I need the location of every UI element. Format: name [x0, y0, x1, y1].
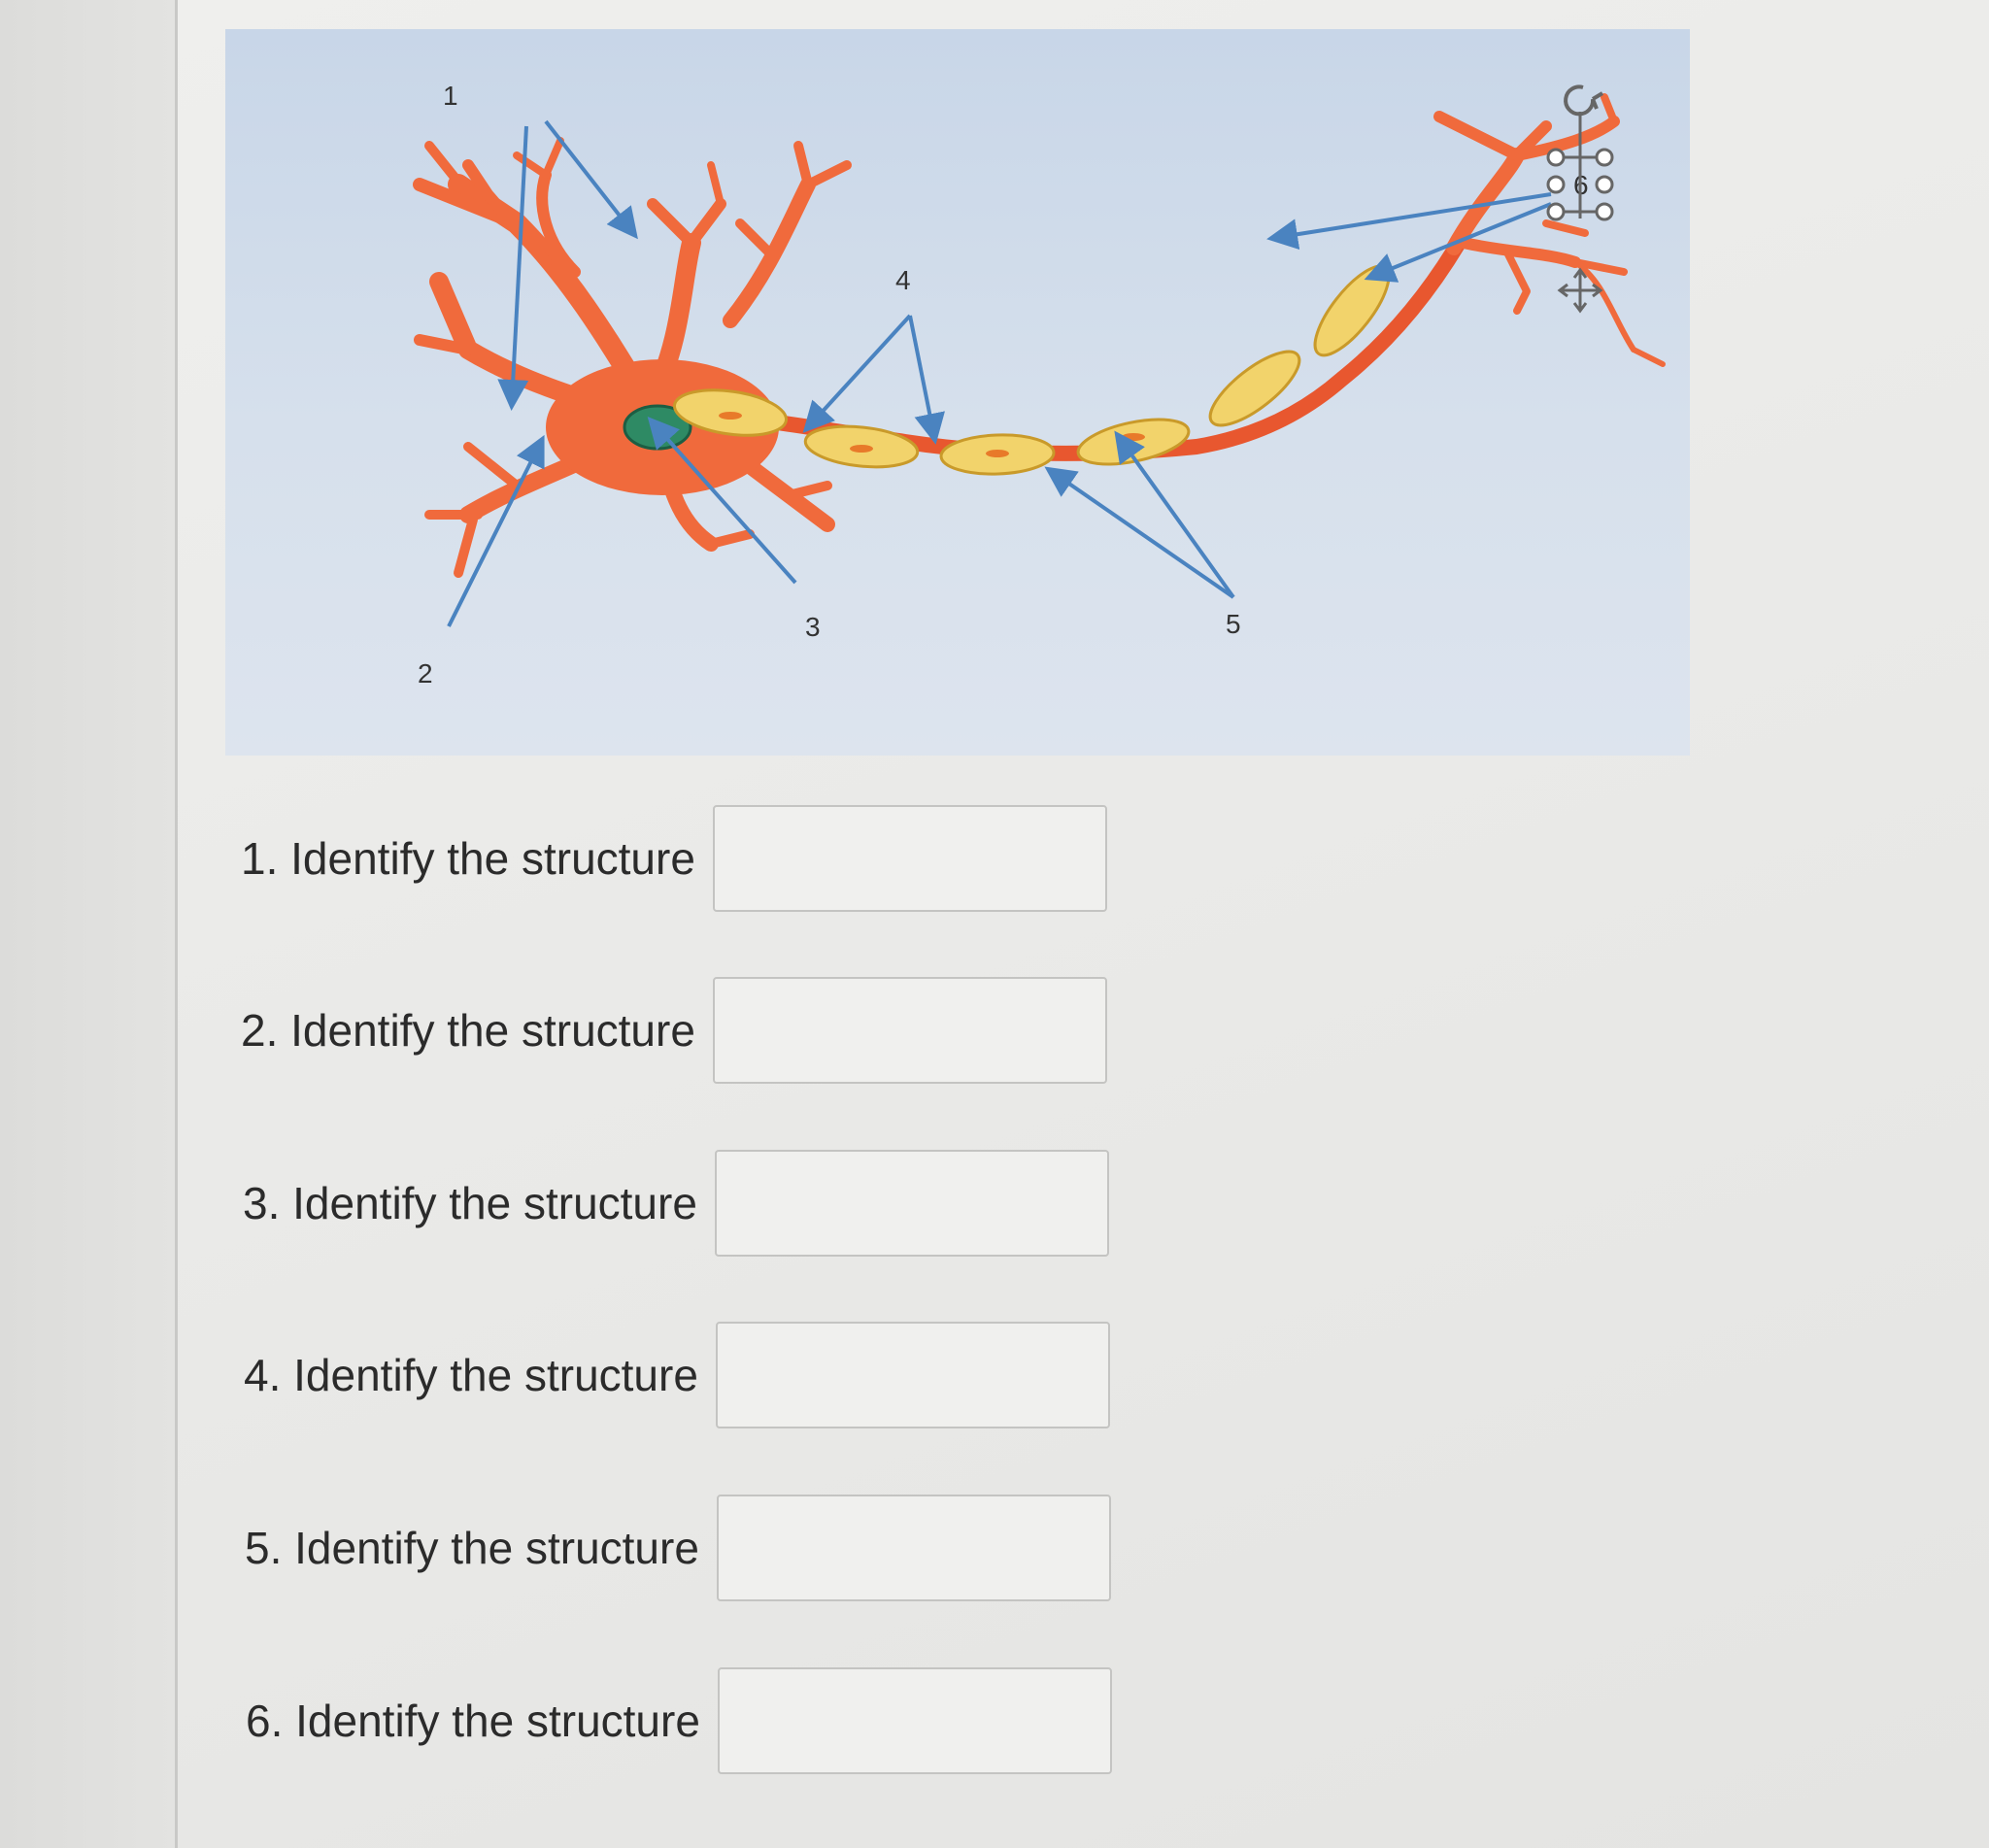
rotate-handle-icon[interactable] [1564, 84, 1604, 117]
question-6: 6. Identify the structure [232, 1666, 1112, 1775]
question-text: Identify the structure [295, 1696, 700, 1746]
question-text: Identify the structure [290, 1005, 695, 1056]
question-number: 1. [241, 833, 279, 884]
neuron-diagram: 1 2 3 4 5 6 [225, 29, 1690, 756]
label-2: 2 [418, 658, 433, 689]
answer-input-2[interactable] [713, 977, 1107, 1084]
question-text: Identify the structure [290, 833, 695, 884]
move-handle-icon[interactable] [1557, 267, 1603, 314]
question-number: 2. [241, 1005, 279, 1056]
label-4: 4 [895, 265, 911, 295]
label-3: 3 [805, 612, 821, 642]
question-number: 6. [246, 1696, 284, 1746]
answer-input-3[interactable] [715, 1150, 1109, 1257]
question-4: 4. Identify the structure [230, 1321, 1110, 1429]
question-text: Identify the structure [292, 1178, 697, 1228]
neuron-illustration: 1 2 3 4 5 6 [413, 81, 1666, 689]
question-text: Identify the structure [293, 1350, 698, 1400]
left-rail [0, 0, 178, 1848]
answer-input-6[interactable] [718, 1667, 1112, 1774]
myelin-sheath [672, 264, 1391, 476]
label-1: 1 [443, 81, 458, 111]
question-number: 5. [245, 1523, 283, 1573]
dendrites [413, 137, 852, 578]
answer-input-1[interactable] [713, 805, 1107, 912]
label-arrows [447, 119, 1552, 627]
answer-input-5[interactable] [717, 1495, 1111, 1601]
label-5: 5 [1226, 609, 1241, 639]
question-text: Identify the structure [294, 1523, 699, 1573]
question-number: 3. [243, 1178, 281, 1228]
question-2: 2. Identify the structure [227, 976, 1107, 1085]
question-5: 5. Identify the structure [231, 1494, 1111, 1602]
question-1: 1. Identify the structure [227, 804, 1107, 913]
question-number: 4. [244, 1350, 282, 1400]
answer-input-4[interactable] [716, 1322, 1110, 1428]
question-3: 3. Identify the structure [229, 1149, 1109, 1258]
axon-terminals [1433, 93, 1666, 367]
selection-handles[interactable] [1546, 112, 1614, 221]
